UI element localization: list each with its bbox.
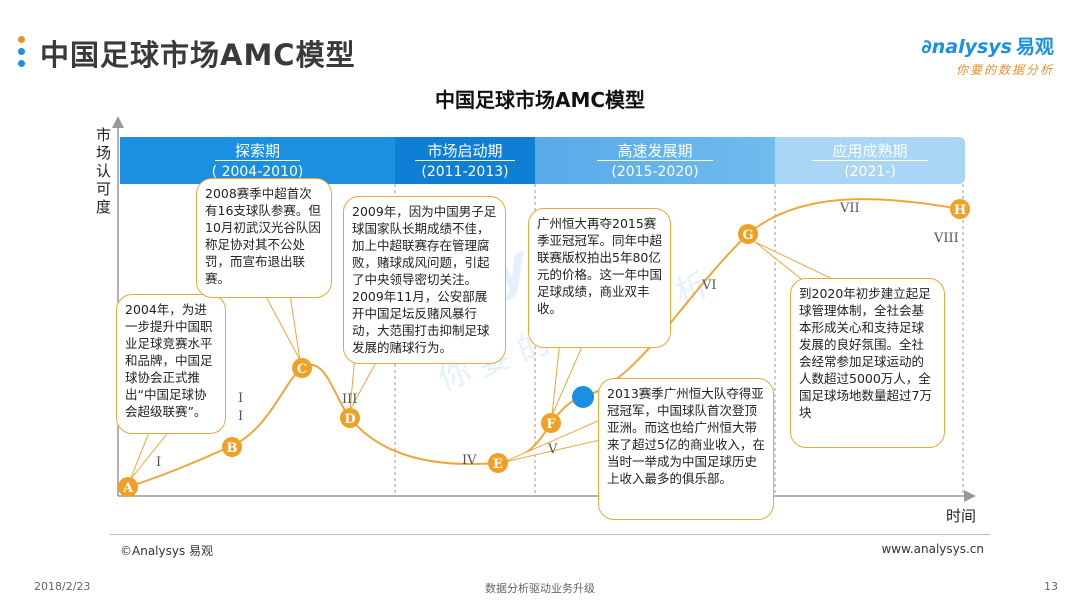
- phase-years: (2021-): [844, 164, 896, 180]
- node-highlight: [572, 386, 594, 408]
- page-date: 2018/2/23: [34, 580, 91, 593]
- logo-brand-prefix: ∂: [921, 36, 932, 58]
- stage-numeral-7: VII: [839, 201, 860, 216]
- stage-numeral-2: I: [238, 391, 243, 406]
- footer-divider: [110, 534, 990, 535]
- node-f: F: [541, 413, 561, 433]
- node-g: G: [738, 224, 758, 244]
- footer-website: www.analysys.cn: [881, 542, 984, 556]
- node-b: B: [222, 437, 242, 457]
- svg-text:G: G: [742, 228, 753, 243]
- callout-tail: [264, 294, 301, 361]
- stage-numeral-8: VIII: [933, 231, 959, 246]
- phase-band-launch: 市场启动期 (2011-2013): [395, 137, 535, 184]
- phase-years: (2015-2020): [611, 164, 699, 180]
- phase-name: 市场启动期: [415, 142, 515, 161]
- phase-band-mature: 应用成熟期 (2021-): [775, 137, 965, 184]
- svg-text:B: B: [227, 441, 238, 456]
- callout-2020: 到2020年初步建立起足球管理体制，全社会基本形成关心和支持足球发展的良好氛围。…: [790, 278, 945, 448]
- node-c: C: [292, 358, 312, 378]
- logo-slogan: 你要的数据分析: [955, 63, 1054, 77]
- callout-tail: [129, 429, 172, 481]
- phase-band-explore: 探索期 ( 2004-2010): [120, 137, 395, 184]
- stage-numeral-5: V: [547, 442, 558, 457]
- diagram-title: 中国足球市场AMC模型: [434, 88, 646, 112]
- page-number: 13: [1044, 580, 1058, 593]
- svg-text:E: E: [493, 457, 503, 472]
- stage-numeral-2b: I: [238, 409, 243, 424]
- callout-2013: 2013赛季广州恒大队夺得亚冠冠军，中国球队首次登顶亚洲。而这也给广州恒大带来了…: [598, 378, 774, 520]
- phase-years: ( 2004-2010): [211, 164, 304, 180]
- x-axis-label: 时间: [946, 507, 977, 525]
- callout-2015: 广州恒大再夺2015赛季亚冠冠军。同年中超联赛版权拍出5年80亿元的价格。这一年…: [528, 208, 671, 348]
- svg-text:C: C: [297, 362, 307, 377]
- svg-text:D: D: [344, 412, 355, 427]
- logo-brand-text: nalysys: [931, 36, 1012, 58]
- title-bullet-dots: [18, 36, 26, 72]
- node-a: A: [118, 477, 138, 497]
- node-h: H: [950, 199, 970, 219]
- phase-name: 高速发展期: [597, 142, 713, 161]
- svg-text:F: F: [546, 417, 556, 432]
- callout-2008: 2008赛季中超首次有16支球队参赛。但10月初武汉光谷队因称足协对其不公处罚，…: [196, 178, 332, 298]
- stage-numeral-1: I: [156, 455, 161, 470]
- svg-text:H: H: [954, 203, 966, 218]
- phase-name: 探索期: [214, 142, 300, 161]
- svg-text:A: A: [122, 481, 134, 496]
- footer-copyright: ©Analysys 易观: [120, 544, 214, 558]
- bullet-dot: [18, 60, 25, 67]
- phase-band-growth: 高速发展期 (2015-2020): [535, 137, 775, 184]
- logo-brand-cn: 易观: [1015, 36, 1054, 58]
- stage-numeral-4: IV: [462, 453, 477, 468]
- stage-numeral-3: III: [342, 392, 357, 407]
- phase-years: (2011-2013): [421, 164, 509, 180]
- bullet-dot: [18, 36, 25, 43]
- phase-name: 应用成熟期: [812, 142, 928, 161]
- page-tagline: 数据分析驱动业务升级: [485, 582, 595, 595]
- callout-2009: 2009年，因为中国男子足球国家队长期成绩不佳，加上中超联赛存在管理腐败，赌球成…: [343, 196, 506, 364]
- page-title: 中国足球市场AMC模型: [40, 38, 356, 72]
- stage-numeral-6: VI: [701, 278, 717, 293]
- node-d: D: [340, 408, 360, 428]
- bullet-dot: [18, 48, 25, 55]
- node-e: E: [488, 453, 508, 473]
- callout-2004: 2004年，为进一步提升中国职业足球竞赛水平和品牌，中国足球协会正式推出“中国足…: [116, 294, 226, 434]
- y-axis-label: 市场认可度: [96, 126, 112, 216]
